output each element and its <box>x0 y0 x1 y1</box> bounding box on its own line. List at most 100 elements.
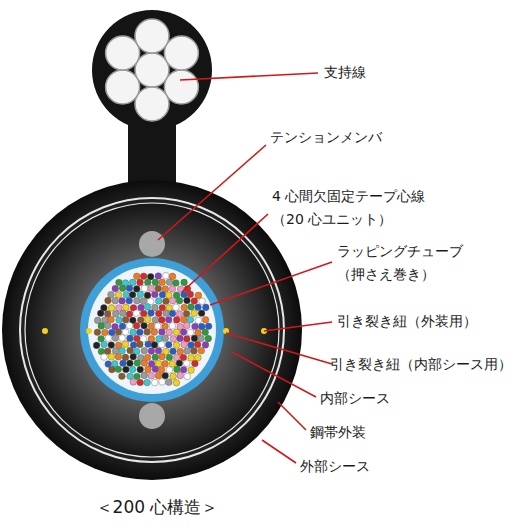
fiber <box>152 317 159 324</box>
fiber <box>141 360 148 367</box>
fiber <box>192 323 199 330</box>
fiber <box>191 348 198 355</box>
fiber <box>97 310 104 317</box>
fiber <box>169 273 176 280</box>
callout-label: 引き裂き紐（外装用） <box>337 310 477 333</box>
fiber <box>126 285 133 292</box>
fiber <box>119 285 126 292</box>
fiber <box>105 335 112 342</box>
fiber <box>115 354 122 361</box>
fiber <box>112 285 119 292</box>
fiber <box>192 360 199 367</box>
wrapping-tube <box>80 258 224 402</box>
fiber <box>126 311 133 318</box>
fiber <box>151 342 158 349</box>
leader-line <box>182 214 268 292</box>
callout-label: 4 心間欠固定テープ心線 （20 心ユニット） <box>272 185 446 231</box>
fiber <box>155 372 162 379</box>
leader-line <box>278 402 306 430</box>
fiber <box>144 329 151 336</box>
fiber <box>166 292 173 299</box>
fiber <box>159 317 166 324</box>
fiber <box>116 317 123 324</box>
fiber <box>130 354 137 361</box>
fiber <box>120 360 127 367</box>
fiber <box>151 379 158 386</box>
rip-cord-inner <box>86 328 92 334</box>
fiber <box>187 291 194 298</box>
fiber <box>144 316 151 323</box>
fiber <box>184 322 191 329</box>
leader-line <box>264 322 332 331</box>
fiber <box>195 292 202 299</box>
fiber <box>108 291 115 298</box>
fiber <box>138 304 145 311</box>
fiber <box>184 297 191 304</box>
fiber <box>123 366 130 373</box>
fiber <box>137 341 144 348</box>
fiber <box>165 316 172 323</box>
fiber <box>112 311 119 318</box>
fiber <box>145 341 152 348</box>
fiber <box>166 367 173 374</box>
fiber <box>184 348 191 355</box>
fiber <box>148 348 155 355</box>
fiber <box>122 341 129 348</box>
fiber <box>144 379 151 386</box>
fiber <box>112 335 119 342</box>
fiber <box>199 298 206 305</box>
steel-strand <box>164 36 198 70</box>
fiber <box>101 341 108 348</box>
fiber <box>195 304 202 311</box>
caption: ＜200 心構造＞ <box>96 496 219 519</box>
steel-strand <box>106 36 140 70</box>
leader-line <box>226 333 332 364</box>
fiber <box>181 291 188 298</box>
fiber <box>123 304 130 311</box>
fiber <box>134 335 141 342</box>
fiber <box>202 342 209 349</box>
rip-cord-outer <box>42 328 48 334</box>
steel-strand <box>106 70 140 104</box>
fiber <box>177 372 184 379</box>
fiber <box>129 292 136 299</box>
fiber <box>148 373 155 380</box>
fiber <box>108 305 115 312</box>
fiber <box>195 354 202 361</box>
fiber <box>134 297 141 304</box>
steel-strand <box>135 53 169 87</box>
fiber <box>120 310 127 317</box>
fiber <box>181 279 188 286</box>
fiber <box>119 335 126 342</box>
fiber <box>202 329 209 336</box>
steel-strand <box>164 70 198 104</box>
fiber <box>145 279 152 286</box>
leader-line <box>210 262 332 305</box>
fiber <box>191 298 198 305</box>
fiber <box>184 373 191 380</box>
fiber <box>127 360 134 367</box>
fiber <box>148 323 155 330</box>
leader-line <box>262 440 296 463</box>
fiber <box>188 355 195 362</box>
fiber <box>140 298 147 305</box>
steel-strand <box>135 19 169 53</box>
fiber <box>155 273 162 280</box>
fiber <box>140 273 147 280</box>
callout-label: 鋼帯外装 <box>310 421 366 444</box>
fiber <box>176 311 183 318</box>
fiber <box>162 361 169 368</box>
fiber <box>141 372 148 379</box>
callout-label: 引き裂き紐（内部シース用） <box>330 353 512 376</box>
fiber <box>119 298 126 305</box>
fiber <box>140 310 147 317</box>
leader-line <box>232 352 316 397</box>
fiber <box>129 366 136 373</box>
callout-label: 支持線 <box>324 61 366 84</box>
fiber <box>94 329 101 336</box>
fiber <box>159 329 166 336</box>
fiber <box>130 379 137 386</box>
fiber <box>159 354 166 361</box>
fiber <box>137 317 144 324</box>
fiber <box>187 316 194 323</box>
